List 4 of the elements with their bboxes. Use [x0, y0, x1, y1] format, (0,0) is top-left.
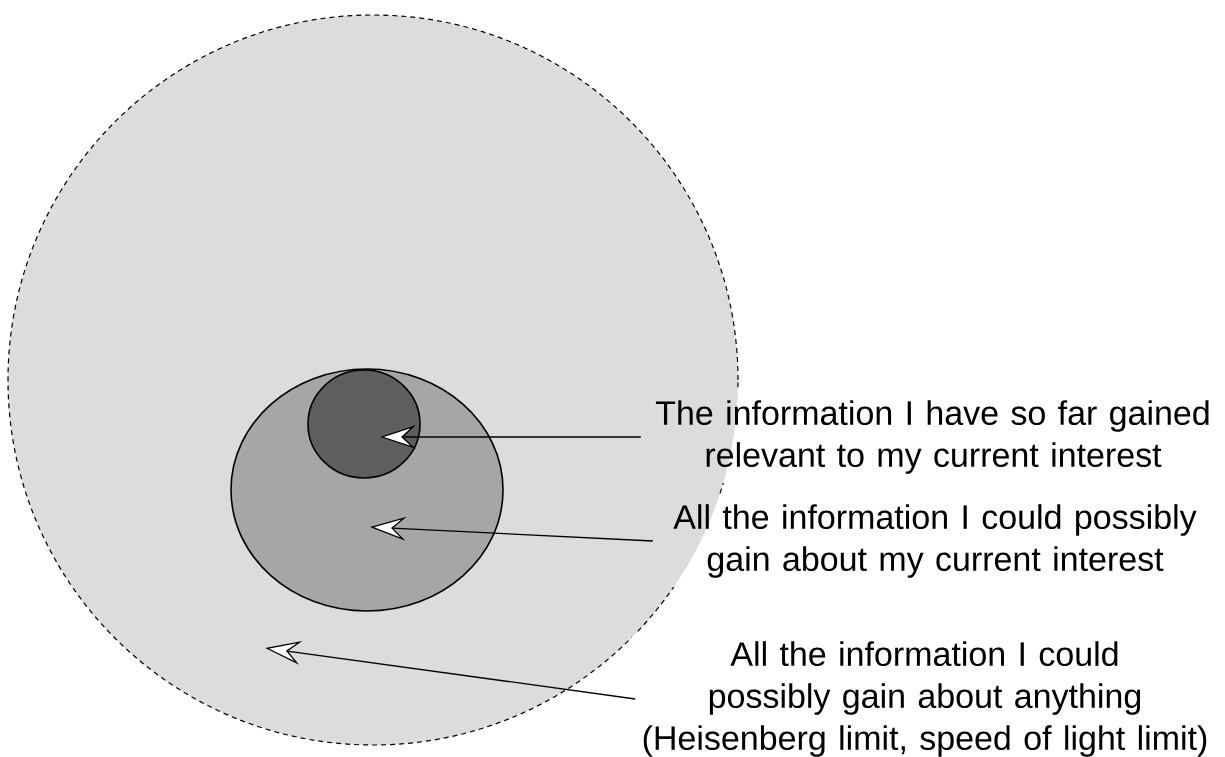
- callout-text: All the information I could possibly gain about my current interest: [673, 504, 1197, 578]
- callout-text: All the information I could possibly gain about anything (Heisenberg limit, speed of light limit): [643, 641, 1207, 757]
- circle: [307, 369, 421, 479]
- callout-text: The information I have so far gained relevant to my current interest: [655, 400, 1209, 474]
